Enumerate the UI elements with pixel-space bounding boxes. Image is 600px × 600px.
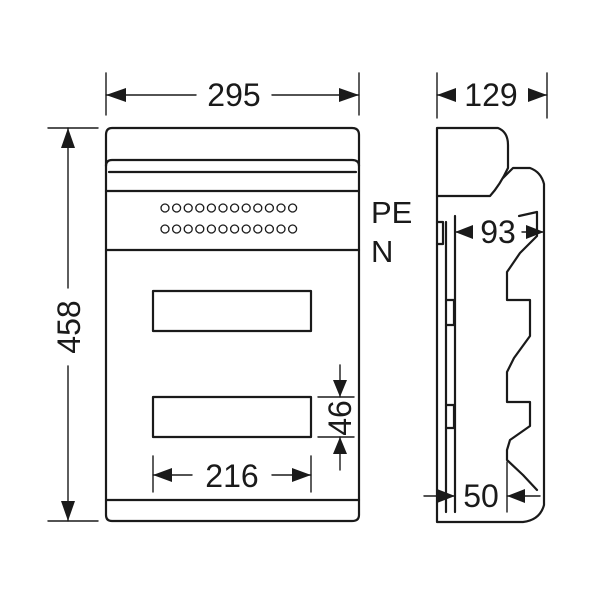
front-view [104, 126, 361, 523]
terminal-block [160, 203, 298, 234]
din-rail-clip-upper [444, 298, 456, 327]
terminal-screw-icon [218, 203, 228, 213]
dimension-front-width: 295 [105, 72, 360, 116]
terminal-screw-icon [229, 224, 240, 234]
arrowhead-icon [292, 468, 311, 482]
terminal-screw-icon [287, 224, 298, 234]
dimension-129-label: 129 [464, 77, 517, 113]
terminal-screw-icon [287, 203, 298, 213]
dimension-295-label: 295 [207, 77, 260, 113]
arrowhead-icon [61, 128, 75, 148]
dimension-window-height: 46 [317, 364, 358, 471]
dimension-216-label: 216 [205, 458, 258, 494]
terminal-screw-icon [183, 203, 193, 213]
dimension-window-width: 216 [152, 455, 312, 494]
arrowhead-icon [455, 225, 473, 239]
terminal-screw-icon [171, 203, 182, 213]
side-back-bracket-top [435, 220, 445, 246]
arrowhead-icon [333, 437, 347, 454]
dimension-458-label: 458 [51, 300, 87, 353]
side-lid-outline [435, 126, 510, 198]
arrowhead-icon [437, 88, 456, 102]
din-rail-clip-lower [444, 403, 456, 430]
terminal-screw-icon [241, 203, 251, 213]
dimension-height: 458 [47, 127, 99, 522]
terminal-screw-icon [195, 224, 205, 234]
side-view [435, 126, 546, 524]
arrowhead-icon [437, 489, 455, 503]
dimension-50-label: 50 [463, 478, 499, 514]
device-window-lower [151, 395, 313, 439]
terminal-screw-icon [276, 203, 286, 213]
side-device-profile [505, 210, 539, 492]
terminal-screw-icon [218, 224, 228, 234]
dimension-rail-offset: 50 [423, 461, 541, 514]
arrowhead-icon [106, 88, 126, 102]
side-body-outline [435, 166, 546, 524]
pe-label: PE [371, 195, 412, 230]
arrowhead-icon [61, 501, 75, 521]
terminal-screw-icon [264, 224, 275, 234]
front-enclosure-outline [104, 126, 361, 523]
terminal-screw-icon [241, 224, 251, 234]
arrowhead-icon [526, 225, 544, 239]
terminal-screw-icon [160, 224, 170, 234]
dimension-93-label: 93 [480, 214, 516, 250]
terminal-screw-icon [183, 224, 193, 234]
terminal-screw-icon [206, 203, 217, 213]
front-lid-line [104, 158, 361, 168]
side-device-profile-top [517, 210, 539, 218]
terminal-screw-icon [171, 224, 182, 234]
terminal-screw-icon [276, 224, 286, 234]
terminal-screw-icon [264, 203, 275, 213]
dimension-side-depth: 129 [436, 72, 548, 119]
terminal-screw-icon [253, 224, 263, 234]
arrowhead-icon [507, 489, 525, 503]
terminal-screw-icon [253, 203, 263, 213]
terminal-screw-icon [229, 203, 240, 213]
arrowhead-icon [528, 88, 547, 102]
device-window-upper [151, 289, 313, 333]
dimension-46-label: 46 [322, 400, 358, 436]
terminal-screw-icon [195, 203, 205, 213]
arrowhead-icon [153, 468, 172, 482]
arrowhead-icon [339, 88, 359, 102]
dimension-side-inner-depth: 93 [454, 214, 545, 250]
terminal-screw-icon [206, 224, 217, 234]
n-label: N [371, 234, 393, 269]
arrowhead-icon [333, 380, 347, 397]
terminal-screw-icon [160, 203, 170, 213]
